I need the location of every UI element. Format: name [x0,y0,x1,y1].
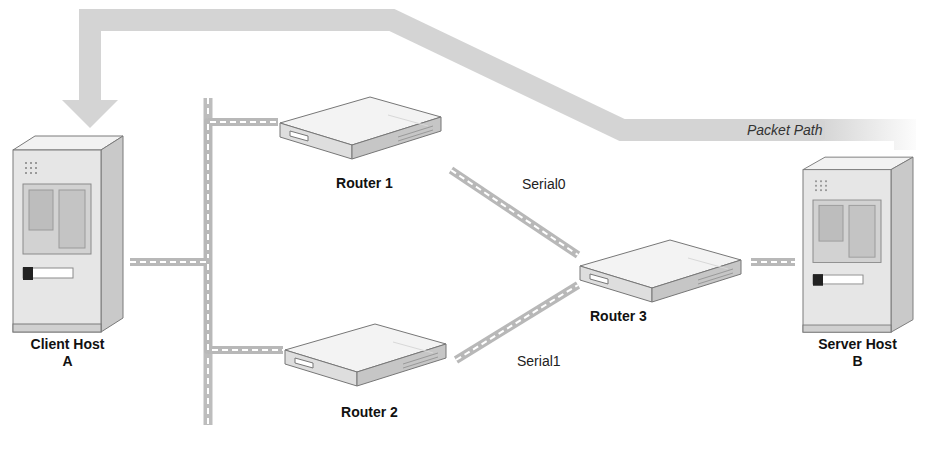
illustration-part [580,240,741,302]
device-label: Router 1 [278,175,451,192]
illustration-part [803,157,913,332]
cable-dash [751,261,795,263]
host-node: Client Host A [5,128,130,370]
cable-dash [451,170,578,255]
device-label: Router 3 [590,308,751,325]
cable-body [130,122,278,262]
cable-body [451,170,578,255]
device-label: Router 2 [283,404,456,421]
host-node: Server Host B [795,150,920,370]
server-tower [803,157,913,332]
network-cable [451,170,578,255]
interface-label: Serial1 [515,352,563,370]
device-label: Server Host B [815,336,901,370]
cable-dash [130,122,278,262]
router-device [580,240,741,302]
router-node: Router 2 [283,322,456,421]
arrow-head [62,100,118,128]
router-device [280,97,441,159]
network-cable [130,122,278,262]
illustration-part [280,97,441,159]
device-label: Client Host A [25,336,111,370]
cable-dash [130,262,283,350]
cable-dash [456,285,578,360]
cable-body [130,262,283,350]
network-cable [456,285,578,360]
illustration-part [285,324,446,386]
router-device [285,324,446,386]
router-node: Router 1 [278,95,451,192]
illustration-part [13,136,123,332]
interface-label: Serial0 [520,175,568,193]
network-cable [130,262,283,350]
packet-path-arrow [62,20,905,150]
client-tower [13,136,123,332]
network-cable [751,262,795,263]
cable-body [751,258,795,266]
path-label: Packet Path [745,121,825,139]
router-node: Router 3 [578,238,751,325]
path-band [90,20,905,150]
cable-body [456,285,578,360]
